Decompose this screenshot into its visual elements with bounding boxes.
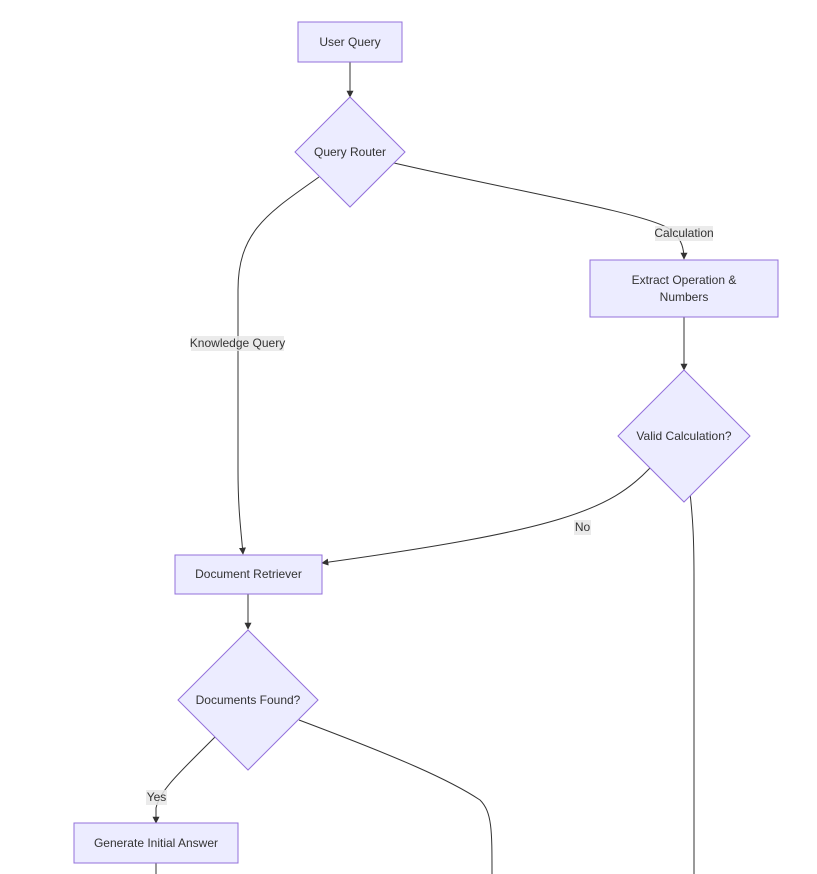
node-query-router[interactable]: Query Router	[294, 96, 406, 208]
svg-text:No: No	[575, 520, 591, 534]
node-extract-operation-numbers[interactable]: Extract Operation & Numbers	[589, 259, 779, 318]
node-user-query[interactable]: User Query	[297, 21, 403, 63]
edge-label-no: No	[574, 520, 591, 535]
edge-valid-calculation-to-document-retriever	[321, 467, 651, 566]
edge-query-router-to-extract-operation	[393, 162, 688, 260]
edge-query-router-to-document-retriever	[237, 176, 320, 555]
svg-text:Knowledge Query: Knowledge Query	[190, 336, 285, 350]
svg-text:Documents Found?: Documents Found?	[196, 693, 301, 707]
node-documents-found[interactable]: Documents Found?	[177, 629, 319, 771]
svg-text:Document Retriever: Document Retriever	[195, 567, 302, 581]
node-document-retriever[interactable]: Document Retriever	[174, 554, 323, 595]
edge-documents-found-no-continues-down	[298, 719, 493, 874]
edge-labels: Calculation Knowledge Query No Yes	[146, 226, 714, 805]
svg-text:Generate Initial Answer: Generate Initial Answer	[94, 836, 218, 850]
svg-text:Valid Calculation?: Valid Calculation?	[636, 429, 731, 443]
svg-text:Yes: Yes	[147, 790, 167, 804]
edge-label-yes: Yes	[146, 790, 167, 805]
edge-label-calculation: Calculation	[654, 226, 714, 241]
svg-text:Query Router: Query Router	[314, 145, 386, 159]
svg-text:Numbers: Numbers	[660, 290, 709, 304]
nodes: User Query Query Router Extract Operatio…	[73, 21, 779, 864]
node-generate-initial-answer[interactable]: Generate Initial Answer	[73, 822, 239, 864]
svg-text:User Query: User Query	[319, 35, 380, 49]
edges	[152, 62, 695, 874]
svg-text:Extract Operation &: Extract Operation &	[632, 273, 737, 287]
edge-label-knowledge-query: Knowledge Query	[190, 336, 285, 351]
svg-text:Calculation: Calculation	[654, 226, 713, 240]
edge-documents-found-to-generate-initial-answer	[152, 736, 216, 824]
edge-valid-calculation-yes-continues-down	[689, 492, 695, 874]
node-valid-calculation[interactable]: Valid Calculation?	[617, 369, 751, 503]
